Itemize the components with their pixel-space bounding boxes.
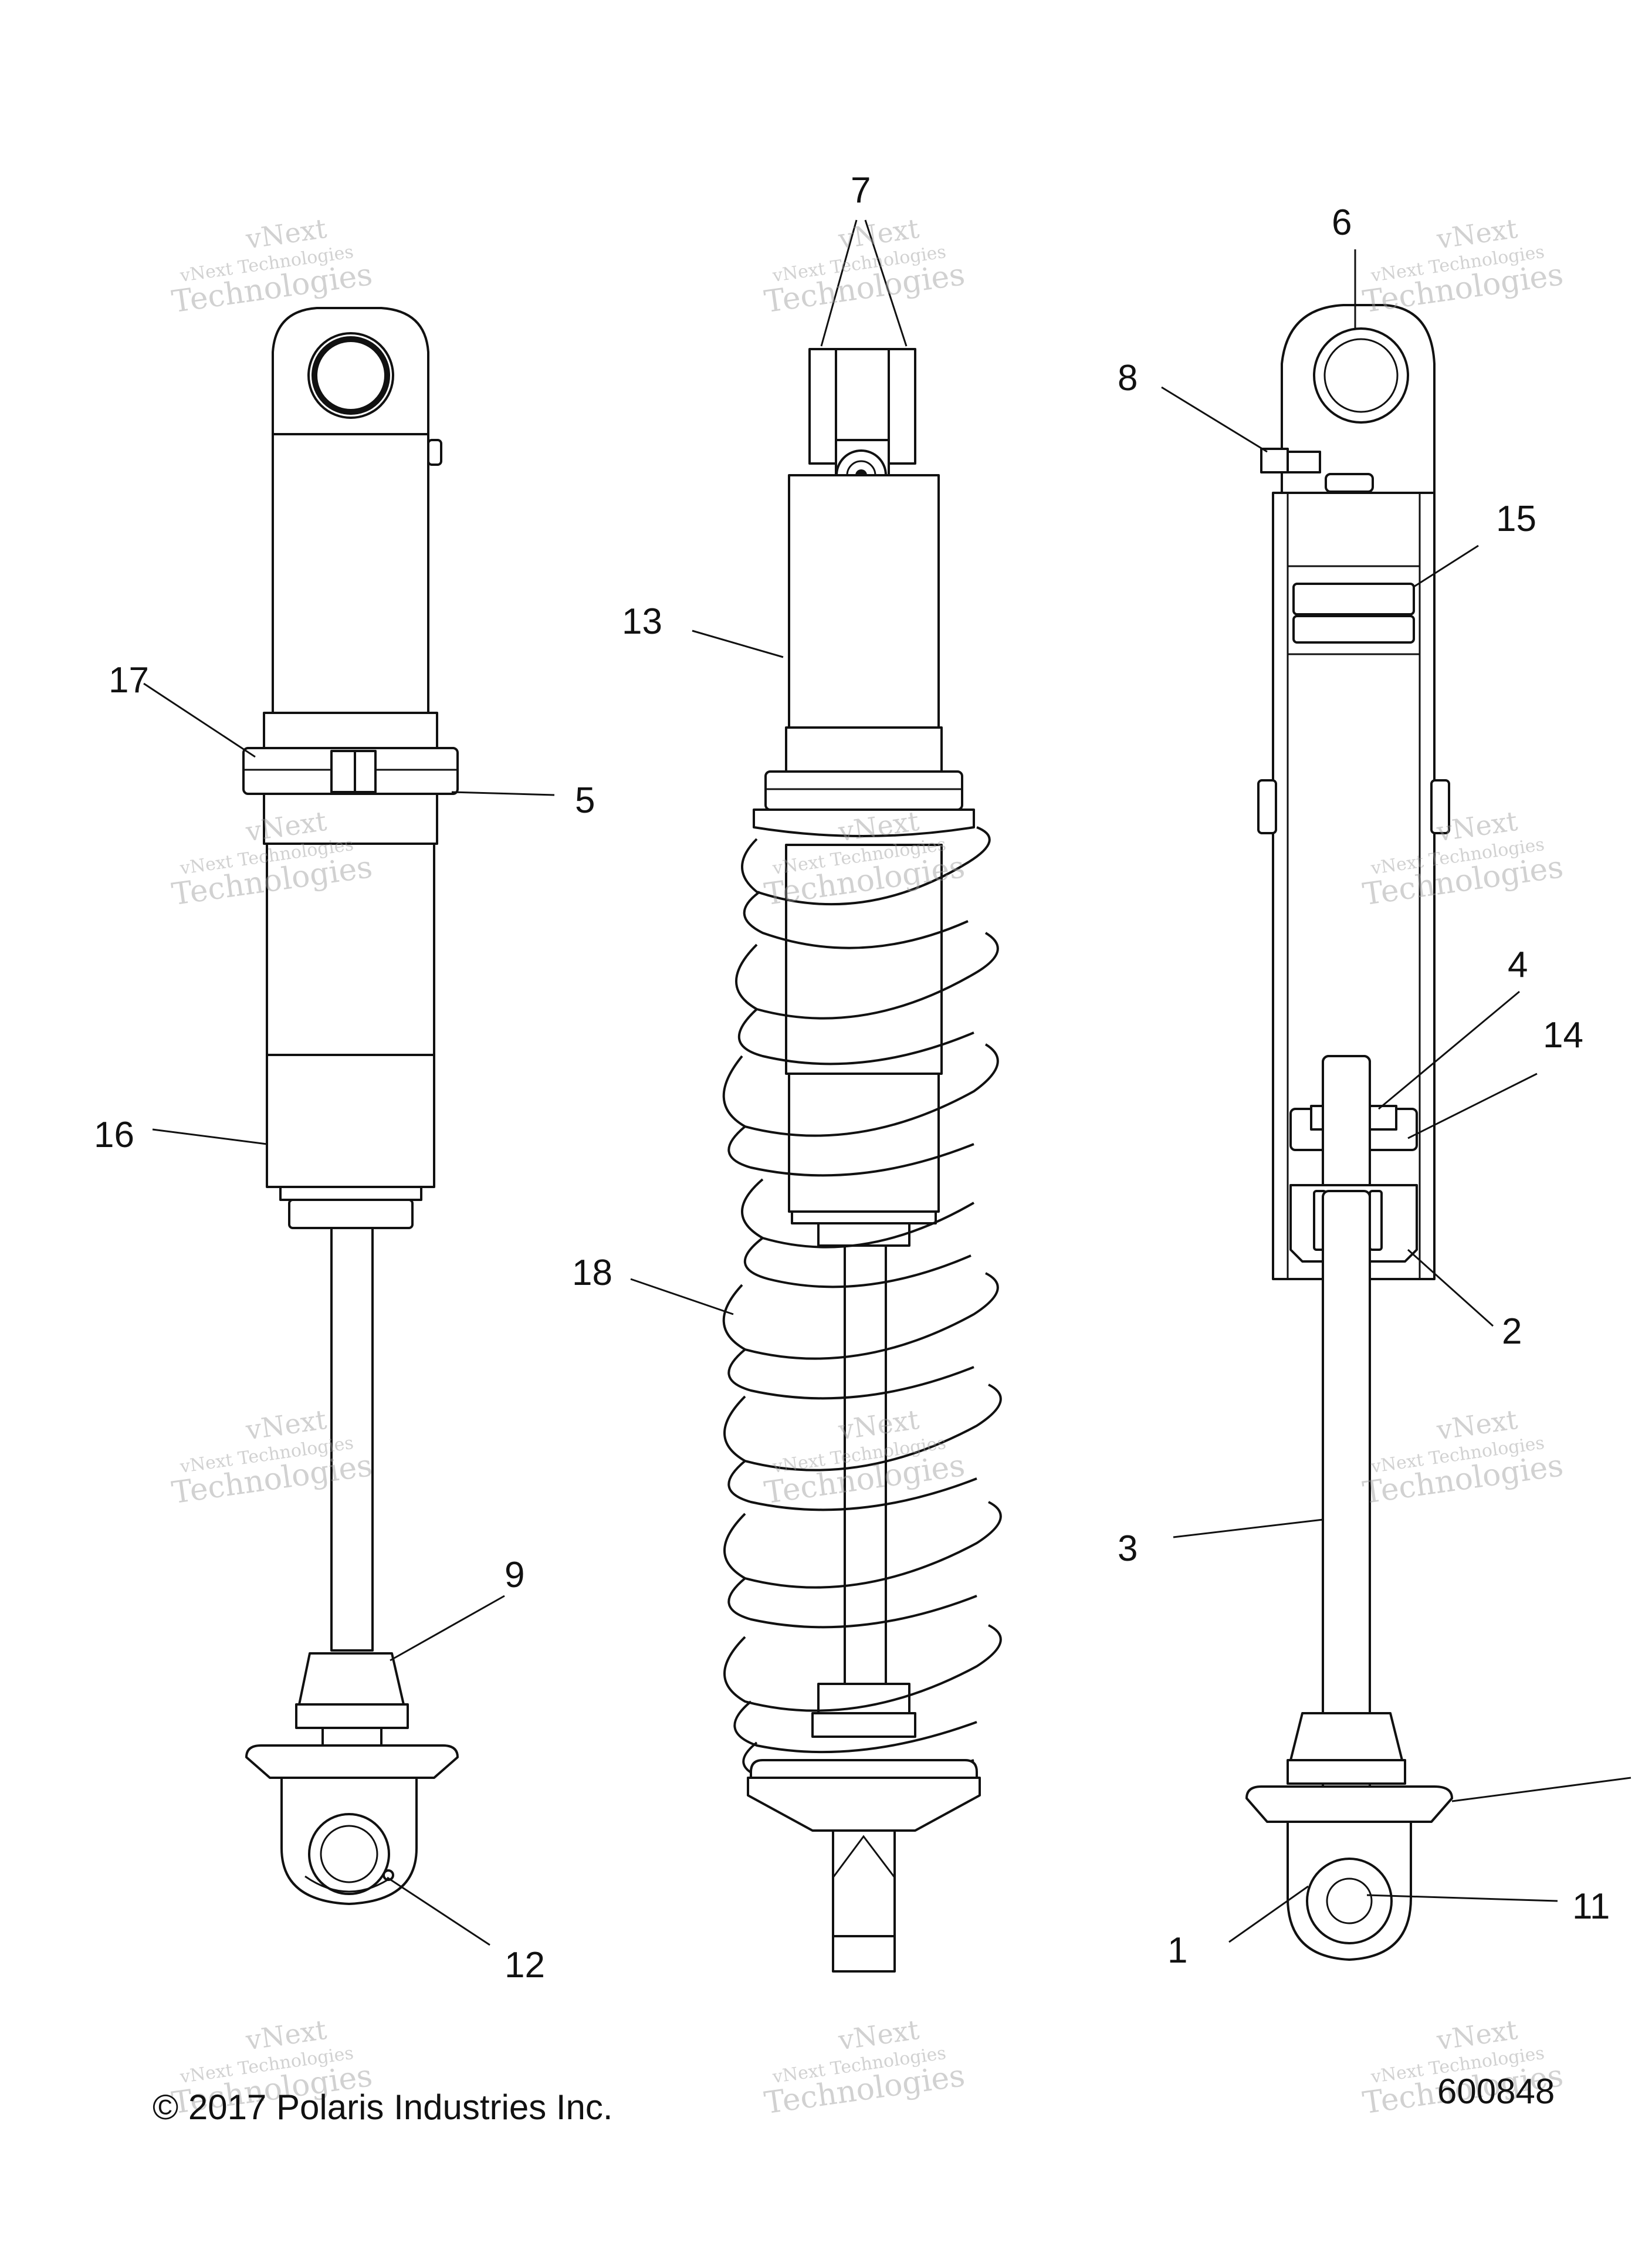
left-shaft [330,1227,374,1652]
right-bumper [1289,1712,1403,1761]
callout-5: 5 [575,780,595,821]
left-cap-seal [279,1186,422,1201]
callout-7: 7 [851,170,871,211]
right-floating-piston [1292,583,1415,615]
middle-lower-clevis [832,1829,896,1937]
callout-18: 18 [572,1253,612,1293]
middle-bumper-base [811,1712,916,1738]
middle-clevis-right [888,348,916,465]
callout-11: 11 [1572,1886,1610,1927]
left-body-cap [266,1054,435,1188]
middle-main-body [785,844,943,1075]
watermark-top-left: vNext vNext Technologies Technologies [170,212,374,320]
middle-spring-retainer [753,808,975,837]
middle-body-cap [788,1073,940,1213]
right-bumper-base [1287,1759,1406,1785]
watermark-bottom-middle: vNext vNext Technologies Technologies [762,2014,967,2121]
callout-12: 12 [505,1945,545,1985]
callout-labels: 17 5 16 9 12 7 13 18 6 8 15 4 14 2 3 11 … [94,170,1610,1985]
left-main-body [266,843,435,1056]
right-spring-seat [1245,1785,1453,1823]
callout-15: 15 [1496,499,1536,539]
callout-2: 2 [1502,1311,1522,1352]
left-ring-notch-a [330,750,356,793]
right-valve-body [1287,451,1321,473]
callout-8: 8 [1118,358,1138,398]
left-bumper [298,1652,405,1706]
left-ring-notch-b [354,750,377,793]
middle-clevis-foot [832,1935,896,1973]
middle-cap-seal [791,1210,937,1224]
right-shock-assembly [1245,304,1453,1961]
callout-16: 16 [94,1115,134,1155]
callout-6: 6 [1332,202,1352,243]
left-lower-collar [263,793,438,845]
left-eyelet-bolt [427,439,442,466]
middle-cap-nut [817,1222,910,1247]
watermark-low-middle: vNext vNext Technologies Technologies [762,1403,967,1511]
middle-collar [785,726,943,773]
callout-13: 13 [622,601,662,642]
middle-shock-assembly [722,348,1002,1973]
watermark-top-right: vNext vNext Technologies Technologies [1360,212,1565,320]
middle-clevis-left [808,348,837,465]
right-valve-cap [1260,448,1289,473]
left-collar [263,712,438,749]
callout-4: 4 [1508,945,1528,985]
watermark-low-right: vNext vNext Technologies Technologies [1360,1403,1565,1511]
left-top-eyelet-ring [307,332,394,419]
callout-17: 17 [109,660,149,701]
middle-lower-retainer [747,1777,981,1832]
left-cap-nut [288,1199,414,1229]
callout-9: 9 [505,1555,524,1595]
callout-14: 14 [1543,1015,1583,1056]
middle-coil-spring [722,826,1002,1785]
left-upper-body [272,433,429,714]
right-piston-top [1325,473,1374,493]
middle-upper-body [788,474,940,729]
left-shock-assembly [242,307,459,1905]
callout-3: 3 [1118,1528,1138,1569]
left-spring-seat [245,1744,459,1779]
callout-1: 1 [1167,1930,1187,1971]
right-piston-seal [1292,615,1415,644]
leader-lines [143,219,1631,1946]
middle-lower-seat [750,1759,978,1779]
right-bottom-eyelet-hole [1306,1858,1393,1944]
left-bumper-base [295,1703,409,1729]
right-top-bushing [1313,327,1409,424]
middle-adjuster-ring [764,770,963,811]
copyright-text: © 2017 Polaris Industries Inc. [153,2088,613,2127]
diagram-number: 600848 [1437,2072,1555,2111]
watermark-top-middle: vNext vNext Technologies Technologies [762,212,967,320]
